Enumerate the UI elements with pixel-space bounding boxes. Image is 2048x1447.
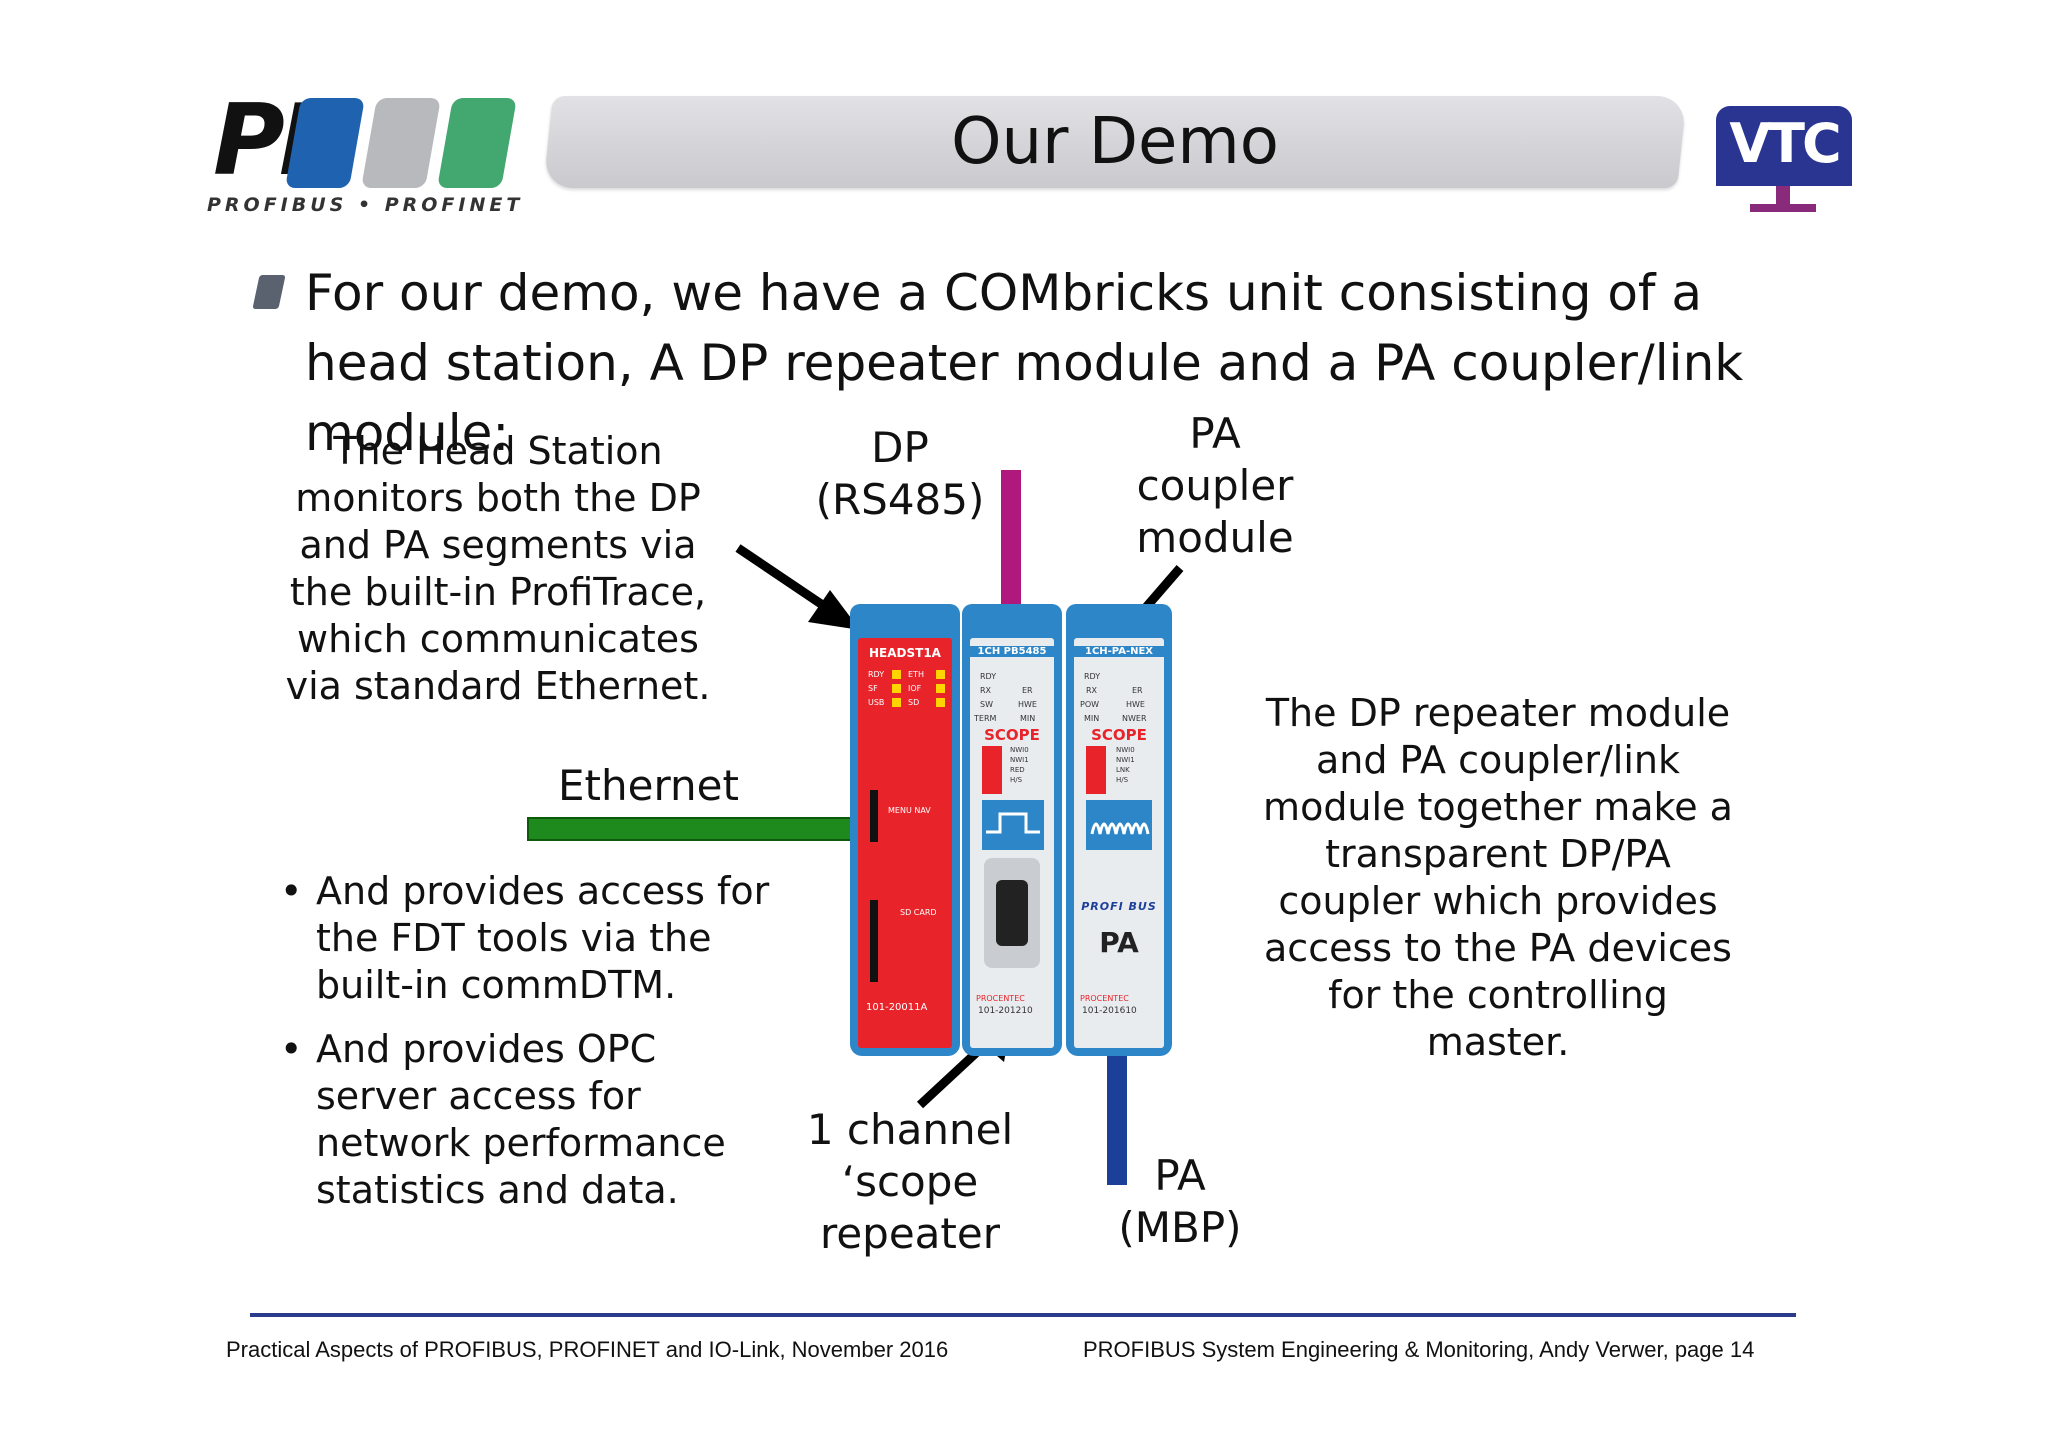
led-rdy	[892, 670, 901, 679]
cpl-label-min: MIN	[1084, 714, 1100, 723]
pa-coupler-line3: module	[1136, 513, 1294, 562]
coupler-profibus-logo: PROFI BUS	[1081, 900, 1157, 913]
repeater-brand: PROCENTEC	[976, 994, 1025, 1003]
vtc-logo-text: VTC	[1729, 112, 1841, 175]
rep-switch-nwi0: NWI0	[1010, 746, 1029, 754]
head-station-label: HEADST1A	[869, 646, 941, 660]
db9-connector	[984, 858, 1040, 968]
bullet-dot: •	[280, 869, 303, 913]
pa-coupler-line2: coupler	[1136, 461, 1294, 510]
pa-coupler-module: 1CH-PA-NEX RDY RX ER POW HWE MIN NWER SC…	[1066, 604, 1172, 1056]
scope-repeater-label: 1 channel ‘scope repeater	[800, 1104, 1020, 1260]
coupler-part-number: 101-201610	[1082, 1006, 1137, 1016]
rep-label-rx: RX	[980, 686, 992, 695]
menu-nav-slot	[870, 790, 878, 842]
led-label-eth: ETH	[908, 670, 924, 679]
led-usb	[892, 698, 901, 707]
fdt-bullet-text: And provides access for the FDT tools vi…	[316, 869, 770, 1007]
head-part-number: 101-20011A	[866, 1002, 928, 1013]
pa-coupler-line1: PA	[1189, 409, 1241, 458]
cpl-label-nwer: NWER	[1122, 714, 1147, 723]
page-title: Our Demo	[951, 105, 1279, 179]
coupler-scope-waveform-icon	[1086, 800, 1152, 850]
rep-label-min: MIN	[1020, 714, 1036, 723]
cpl-label-hwe: HWE	[1126, 700, 1145, 709]
footer-left: Practical Aspects of PROFIBUS, PROFINET …	[226, 1337, 949, 1362]
rep-label-rdy: RDY	[980, 672, 997, 681]
led-sd	[936, 698, 945, 707]
dp-label-line1: DP	[871, 423, 929, 472]
cpl-switch-hs: H/S	[1116, 776, 1129, 784]
cpl-switch-lnk: LNK	[1116, 766, 1130, 774]
coupler-scope-text: SCOPE	[1091, 726, 1147, 744]
rep-switch-nwi1: NWI1	[1010, 756, 1029, 764]
scope-line3: repeater	[820, 1209, 1000, 1258]
led-label-usb: USB	[868, 698, 885, 707]
rep-switch-hs: H/S	[1010, 776, 1023, 784]
dp-repeater-note: The DP repeater module and PA coupler/li…	[1263, 691, 1733, 1064]
cpl-label-er: ER	[1132, 686, 1143, 695]
menu-nav-label: MENU NAV	[888, 806, 931, 815]
pa-mbp-label: PA (MBP)	[1100, 1150, 1260, 1254]
repeater-label: 1CH PB5485	[962, 646, 1062, 657]
db9-port	[996, 880, 1028, 946]
rep-label-sw: SW	[980, 700, 993, 709]
bullet-dot: •	[280, 1027, 303, 1071]
coupler-pa-text: PA	[1099, 926, 1139, 959]
repeater-scope-text: SCOPE	[984, 726, 1040, 744]
cpl-label-rdy: RDY	[1084, 672, 1101, 681]
opc-bullet-item: • And provides OPC server access for net…	[280, 1026, 780, 1214]
ethernet-label: Ethernet	[558, 761, 739, 810]
sd-card-label: SD CARD	[900, 908, 937, 917]
pa-mbp-line1: PA	[1154, 1151, 1206, 1200]
led-label-sf: SF	[868, 684, 878, 693]
repeater-part-number: 101-201210	[978, 1006, 1033, 1016]
footer-right: PROFIBUS System Engineering & Monitoring…	[1083, 1337, 1755, 1362]
repeater-dip-switch	[982, 746, 1002, 794]
coupler-dip-switch	[1086, 746, 1106, 794]
vtc-logo: VTC	[1714, 104, 1854, 220]
scope-line2: ‘scope	[841, 1157, 979, 1206]
led-label-iof: IOF	[908, 684, 922, 693]
sd-card-slot	[870, 900, 878, 982]
coupler-brand: PROCENTEC	[1080, 994, 1129, 1003]
rep-label-er: ER	[1022, 686, 1033, 695]
led-sf	[892, 684, 901, 693]
led-label-sd: SD	[908, 698, 920, 707]
fdt-bullet-item: • And provides access for the FDT tools …	[280, 868, 780, 1009]
rep-switch-red: RED	[1010, 766, 1025, 774]
cpl-label-rx: RX	[1086, 686, 1098, 695]
led-iof	[936, 684, 945, 693]
profibus-profinet-logo: PI PROFIBUS • PROFINET	[205, 92, 535, 222]
opc-bullet-text: And provides OPC server access for netwo…	[316, 1027, 726, 1212]
repeater-scope-waveform-icon	[982, 800, 1044, 850]
pa-cable	[1107, 1055, 1127, 1185]
footer-rule	[250, 1313, 1796, 1317]
head-station-arrow	[735, 544, 860, 630]
rep-label-hwe: HWE	[1018, 700, 1037, 709]
led-eth	[936, 670, 945, 679]
scope-line1: 1 channel	[806, 1105, 1014, 1154]
pa-coupler-module-label: PA coupler module	[1120, 408, 1310, 564]
dp-cable	[1001, 470, 1021, 610]
dp-label-line2: (RS485)	[815, 475, 985, 524]
head-station-module: HEADST1A RDY SF USB ETH IOF SD MENU NAV …	[850, 604, 960, 1056]
coupler-label: 1CH-PA-NEX	[1066, 646, 1172, 657]
intro-bullet-text: For our demo, we have a COMbricks unit c…	[305, 264, 1744, 462]
dp-rs485-label: DP (RS485)	[800, 422, 1000, 526]
cpl-switch-nwi0: NWI0	[1116, 746, 1135, 754]
led-label-rdy: RDY	[868, 670, 885, 679]
cpl-switch-nwi1: NWI1	[1116, 756, 1135, 764]
rep-label-term: TERM	[974, 714, 997, 723]
ethernet-cable	[527, 817, 855, 841]
dp-repeater-module: 1CH PB5485 RDY RX ER SW HWE TERM MIN SCO…	[962, 604, 1062, 1056]
head-station-note: The Head Station monitors both the DP an…	[285, 429, 711, 708]
logo-subtitle: PROFIBUS • PROFINET	[207, 194, 524, 216]
pa-mbp-line2: (MBP)	[1118, 1203, 1242, 1252]
cpl-label-pow: POW	[1080, 700, 1100, 709]
